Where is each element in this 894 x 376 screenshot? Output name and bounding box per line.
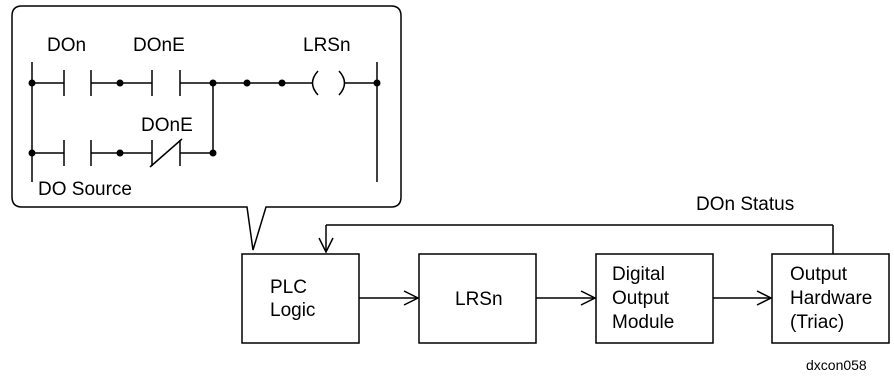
coil-lrsn-label: LRSn — [303, 35, 351, 56]
output-hardware-line-1: Output — [790, 264, 848, 285]
output-hardware-line-2: Hardware — [790, 288, 872, 309]
feedback-line — [318, 224, 834, 254]
plc-logic-line-1: PLC — [270, 277, 307, 298]
plc-logic-block — [241, 253, 360, 344]
digital-output-module-line-2: Output — [612, 288, 670, 309]
contact-done-bottom-label: DOnE — [141, 115, 193, 136]
plc-logic-line-2: Logic — [270, 300, 315, 321]
ladder-callout-balloon — [11, 5, 402, 251]
feedback-label: DOn Status — [696, 194, 794, 215]
contact-done-top-label: DOnE — [133, 35, 185, 56]
block-arrows — [359, 290, 773, 306]
junction-dots — [28, 79, 381, 157]
coil-symbol — [311, 70, 346, 96]
digital-output-module-line-1: Digital — [612, 264, 665, 285]
digital-output-module-line-3: Module — [612, 312, 674, 333]
lrsn-block-label: LRSn — [455, 289, 503, 310]
figure-id: dxcon058 — [806, 357, 867, 373]
output-hardware-line-3: (Triac) — [790, 312, 844, 333]
do-source-label: DO Source — [38, 179, 132, 200]
contact-don-label: DOn — [47, 35, 86, 56]
lrsn-block — [418, 253, 537, 344]
output-hardware-block — [771, 253, 890, 344]
